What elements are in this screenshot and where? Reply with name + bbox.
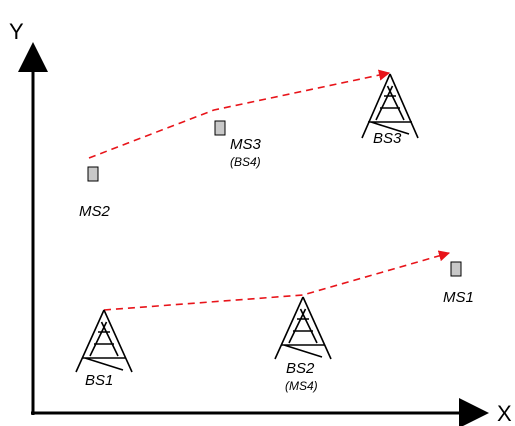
- mobile-device-icon: [214, 120, 226, 136]
- base-station-bs2: BS2 (MS4): [274, 296, 332, 393]
- base-station-sublabel: (MS4): [285, 379, 318, 393]
- base-station-bs3: BS3: [361, 73, 419, 147]
- mobile-station-sublabel: (BS4): [230, 155, 261, 169]
- y-axis-label: Y: [9, 19, 24, 44]
- mobile-station-ms3: MS3 (BS4): [214, 120, 262, 169]
- mobile-station-label: MS1: [443, 289, 474, 306]
- mobile-device-icon: [450, 261, 462, 277]
- mobile-station-label: MS3: [230, 136, 262, 153]
- mobile-station-ms1: MS1: [443, 261, 474, 306]
- lower-link-path: [103, 250, 451, 311]
- mobile-device-icon: [87, 166, 99, 182]
- link-mid-arrow-lower: [239, 294, 304, 301]
- x-axis-label: X: [497, 401, 512, 426]
- base-station-label: BS2: [286, 360, 315, 377]
- mobile-station-label: MS2: [79, 203, 111, 220]
- cell-tower-icon: [75, 309, 133, 373]
- base-station-label: BS1: [85, 372, 113, 389]
- cell-tower-icon: [274, 296, 332, 360]
- base-station-bs1: BS1: [75, 309, 133, 389]
- links: [88, 69, 451, 311]
- axes: Y X: [9, 19, 512, 426]
- link-mid-arrow-upper: [149, 109, 215, 135]
- cell-tower-icon: [361, 73, 419, 139]
- base-station-label: BS3: [373, 130, 402, 147]
- mobile-station-ms2: MS2: [79, 166, 111, 220]
